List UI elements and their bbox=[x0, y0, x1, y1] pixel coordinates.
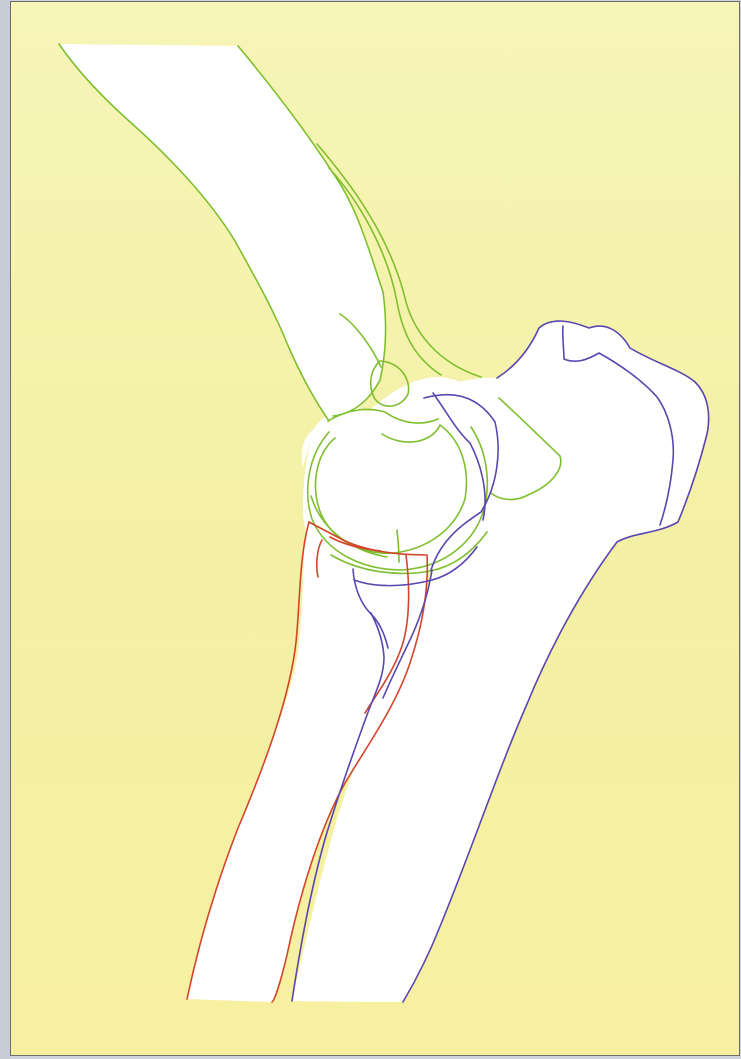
left-border-strip bbox=[0, 0, 10, 1059]
elbow-joint-diagram bbox=[11, 2, 740, 1056]
elbow-illustration-panel bbox=[10, 1, 740, 1056]
